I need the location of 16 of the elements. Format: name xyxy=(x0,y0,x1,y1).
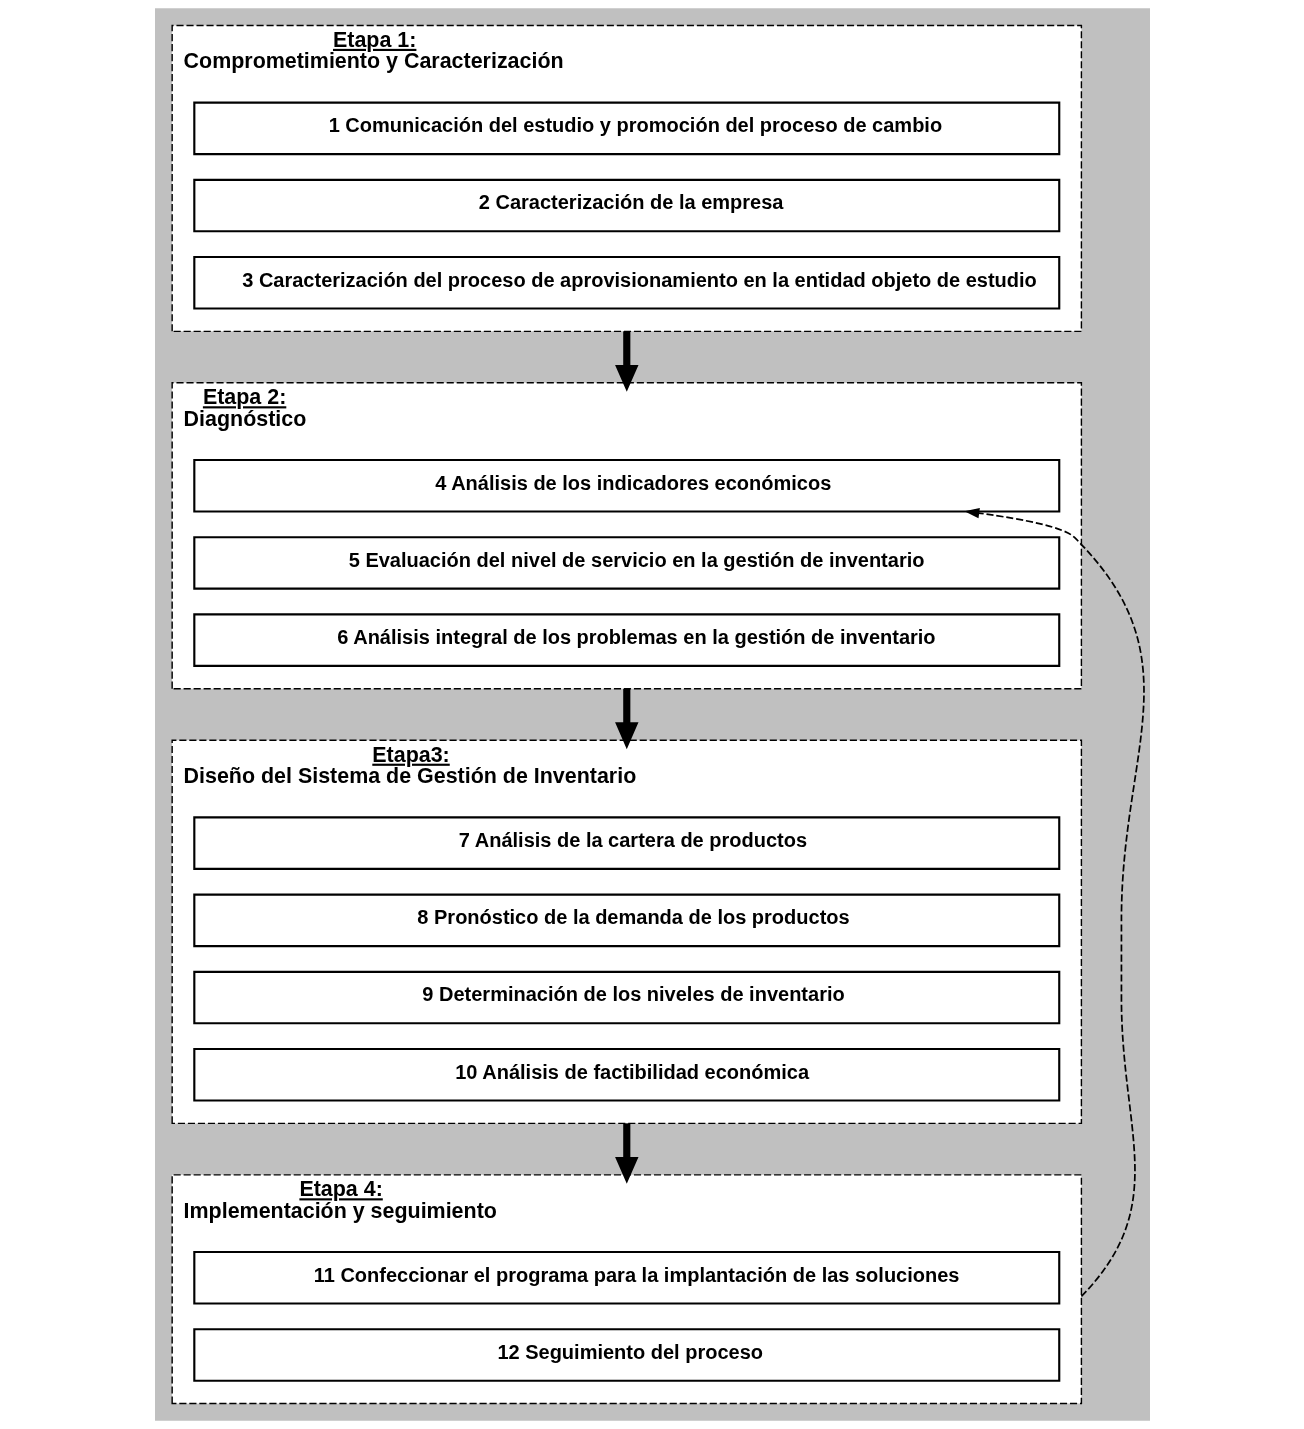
node-box: 6 Análisis integral de los problemas en la gestión de inventario xyxy=(192,613,1060,667)
node-box: 9 Determinación de los niveles de inventario xyxy=(192,970,1060,1025)
node-box: 5 Evaluación del nivel de servicio en la gestión de inventario xyxy=(192,536,1060,590)
node-box: 7 Análisis de la cartera de productos xyxy=(192,816,1060,870)
node-box: 4 Análisis de los indicadores económicos xyxy=(192,458,1060,513)
arrow xyxy=(614,331,638,392)
node-box: 10 Análisis de factibilidad económica xyxy=(192,1047,1060,1102)
node-box: 3 Caracterización del proceso de aprovisionamiento en la entidad objeto de estudio xyxy=(192,255,1060,310)
arrow xyxy=(614,688,638,750)
node-box: 1 Comunicación del estudio y promoción del proceso de cambio xyxy=(192,101,1060,156)
node-box: 11 Confeccionar el programa para la implantación de las soluciones xyxy=(192,1250,1060,1305)
node-box: 8 Pronóstico de la demanda de los productos xyxy=(192,893,1060,948)
arrow xyxy=(963,507,1145,1298)
node-box: 2 Caracterización de la empresa xyxy=(192,178,1060,233)
node-box: 12 Seguimiento del proceso xyxy=(192,1328,1060,1382)
arrow xyxy=(614,1123,638,1184)
